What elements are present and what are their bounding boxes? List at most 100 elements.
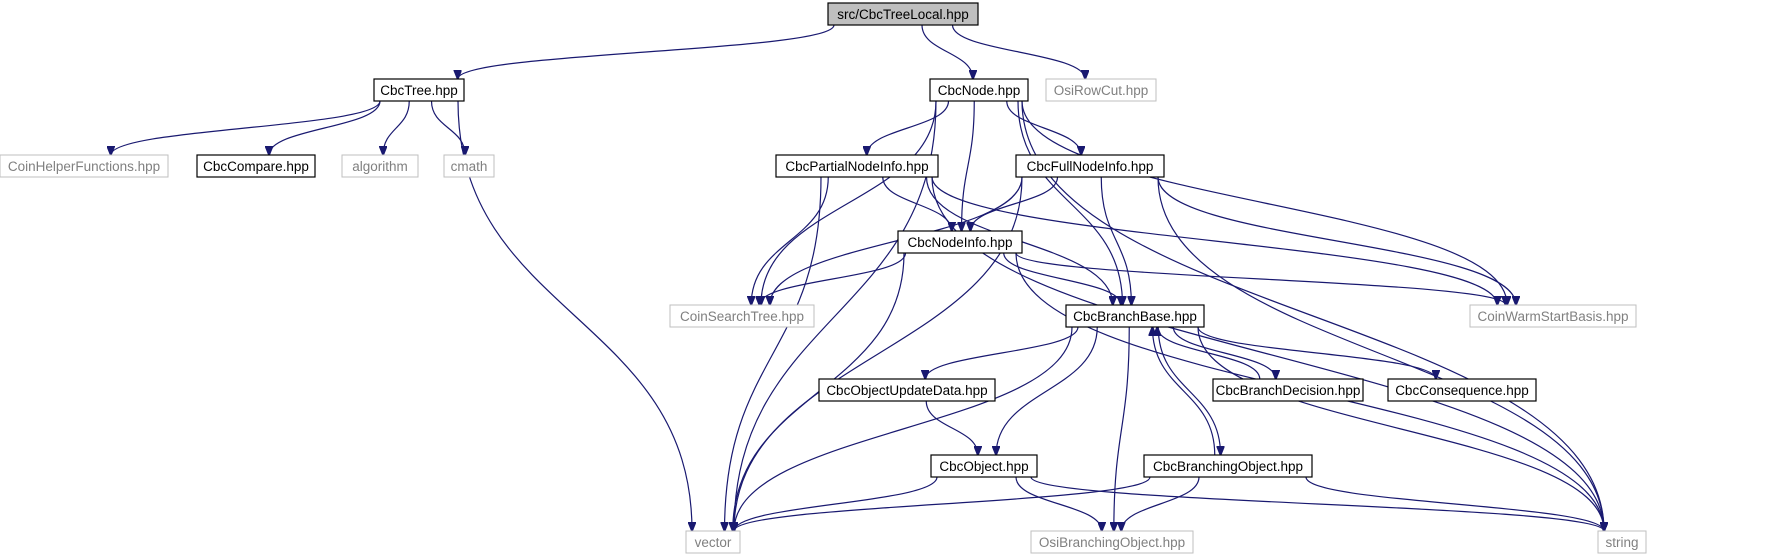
edge-branchbase-to-vector xyxy=(734,326,1073,531)
edge-partial-to-nodeinfo xyxy=(882,176,952,231)
node-label-cmath: cmath xyxy=(451,159,488,174)
node-updatedata[interactable]: CbcObjectUpdateData.hpp xyxy=(818,378,996,402)
node-label-branching: CbcBranchingObject.hpp xyxy=(1153,459,1303,474)
node-label-object: CbcObject.hpp xyxy=(939,459,1028,474)
node-label-nodeinfo: CbcNodeInfo.hpp xyxy=(907,235,1012,250)
node-node[interactable]: CbcNode.hpp xyxy=(929,78,1029,102)
edge-tree-to-algorithm xyxy=(383,100,410,155)
edge-root-to-osirowcut xyxy=(951,24,1086,79)
edge-tree-to-coinhelper xyxy=(111,100,381,155)
edge-node-to-vector xyxy=(734,100,937,531)
node-tree[interactable]: CbcTree.hpp xyxy=(373,78,465,102)
edge-branching-to-osibranching xyxy=(1121,476,1200,531)
edge-branchbase-to-string xyxy=(1197,326,1604,531)
edge-object-to-osibranching xyxy=(1015,476,1102,531)
edge-node-to-searchtree xyxy=(761,100,937,305)
edge-branchbase-to-consequence xyxy=(1197,326,1436,379)
node-partial[interactable]: CbcPartialNodeInfo.hpp xyxy=(775,154,939,178)
edge-nodeinfo-to-vector xyxy=(733,252,905,531)
node-label-consequence: CbcConsequence.hpp xyxy=(1395,383,1529,398)
node-box-object xyxy=(930,454,1038,478)
node-osirowcut: OsiRowCut.hpp xyxy=(1045,78,1157,102)
node-branchbase[interactable]: CbcBranchBase.hpp xyxy=(1065,304,1205,328)
edge-full-to-vector xyxy=(734,176,1023,531)
node-searchtree: CoinSearchTree.hpp xyxy=(669,304,815,328)
node-box-vector xyxy=(685,530,741,554)
edge-updatedata-to-object xyxy=(925,400,978,455)
node-box-updatedata xyxy=(818,378,996,402)
edge-decision-to-branchbase xyxy=(1157,327,1261,380)
node-label-warmstart: CoinWarmStartBasis.hpp xyxy=(1477,309,1628,324)
node-nodeinfo[interactable]: CbcNodeInfo.hpp xyxy=(897,230,1023,254)
edge-branchbase-to-branching xyxy=(1157,326,1220,455)
edge-nodeinfo-to-searchtree xyxy=(759,252,907,305)
edge-tree-to-compare xyxy=(269,100,381,155)
node-label-compare: CbcCompare.hpp xyxy=(203,159,309,174)
edge-full-to-branchbase xyxy=(1100,176,1131,305)
edge-branchbase-to-decision xyxy=(1172,326,1276,379)
node-box-cmath xyxy=(443,154,495,178)
edge-node-to-warmstart xyxy=(1021,100,1507,305)
node-label-decision: CbcBranchDecision.hpp xyxy=(1216,383,1361,398)
node-compare[interactable]: CbcCompare.hpp xyxy=(196,154,316,178)
node-warmstart: CoinWarmStartBasis.hpp xyxy=(1469,304,1637,328)
edge-node-to-partial xyxy=(867,100,950,155)
node-box-root xyxy=(827,2,979,26)
node-label-partial: CbcPartialNodeInfo.hpp xyxy=(785,159,928,174)
node-vector: vector xyxy=(685,530,741,554)
edge-root-to-node xyxy=(921,24,973,79)
edge-node-to-full xyxy=(1006,100,1081,155)
node-decision[interactable]: CbcBranchDecision.hpp xyxy=(1212,378,1364,402)
node-string: string xyxy=(1597,530,1647,554)
node-box-osirowcut xyxy=(1045,78,1157,102)
edge-root-to-tree xyxy=(458,24,835,79)
node-label-algorithm: algorithm xyxy=(352,159,408,174)
node-full[interactable]: CbcFullNodeInfo.hpp xyxy=(1015,154,1165,178)
node-cmath: cmath xyxy=(443,154,495,178)
edge-full-to-string xyxy=(1157,176,1604,531)
node-box-decision xyxy=(1212,378,1364,402)
node-box-partial xyxy=(775,154,939,178)
node-box-string xyxy=(1597,530,1647,554)
node-object[interactable]: CbcObject.hpp xyxy=(930,454,1038,478)
node-label-updatedata: CbcObjectUpdateData.hpp xyxy=(826,383,987,398)
node-label-vector: vector xyxy=(695,535,732,550)
node-box-node xyxy=(929,78,1029,102)
node-osibranching: OsiBranchingObject.hpp xyxy=(1030,530,1194,554)
edges-layer xyxy=(111,24,1604,531)
node-coinhelper: CoinHelperFunctions.hpp xyxy=(0,154,169,178)
node-label-osibranching: OsiBranchingObject.hpp xyxy=(1039,535,1185,550)
node-label-coinhelper: CoinHelperFunctions.hpp xyxy=(8,159,160,174)
node-branching[interactable]: CbcBranchingObject.hpp xyxy=(1143,454,1313,478)
edge-branchbase-to-updatedata xyxy=(925,326,1079,379)
edge-branchbase-to-osibranching xyxy=(1114,326,1130,531)
edge-full-to-searchtree xyxy=(770,176,1023,305)
node-box-searchtree xyxy=(669,304,815,328)
node-root[interactable]: src/CbcTreeLocal.hpp xyxy=(827,2,979,26)
edge-branching-to-branchbase xyxy=(1152,327,1216,456)
node-label-branchbase: CbcBranchBase.hpp xyxy=(1073,309,1197,324)
edge-node-to-nodeinfo xyxy=(962,100,975,231)
edge-partial-to-warmstart xyxy=(931,176,1497,305)
edge-branching-to-vector xyxy=(734,476,1151,531)
node-box-consequence xyxy=(1387,378,1537,402)
node-box-branching xyxy=(1143,454,1313,478)
edge-branchbase-to-object xyxy=(996,326,1098,455)
edge-partial-to-vector xyxy=(725,176,822,531)
node-consequence[interactable]: CbcConsequence.hpp xyxy=(1387,378,1537,402)
node-label-string: string xyxy=(1605,535,1638,550)
node-box-algorithm xyxy=(341,154,419,178)
edge-nodeinfo-to-branchbase xyxy=(1003,252,1121,305)
node-box-full xyxy=(1015,154,1165,178)
edge-node-to-branchbase xyxy=(1017,100,1123,305)
edge-full-to-warmstart xyxy=(1157,176,1516,305)
edge-object-to-string xyxy=(1030,476,1604,531)
edge-tree-to-cmath xyxy=(430,100,466,155)
node-label-tree: CbcTree.hpp xyxy=(380,83,458,98)
edge-partial-to-searchtree xyxy=(751,176,829,305)
node-label-root: src/CbcTreeLocal.hpp xyxy=(837,7,969,22)
node-algorithm: algorithm xyxy=(341,154,419,178)
node-box-warmstart xyxy=(1469,304,1637,328)
